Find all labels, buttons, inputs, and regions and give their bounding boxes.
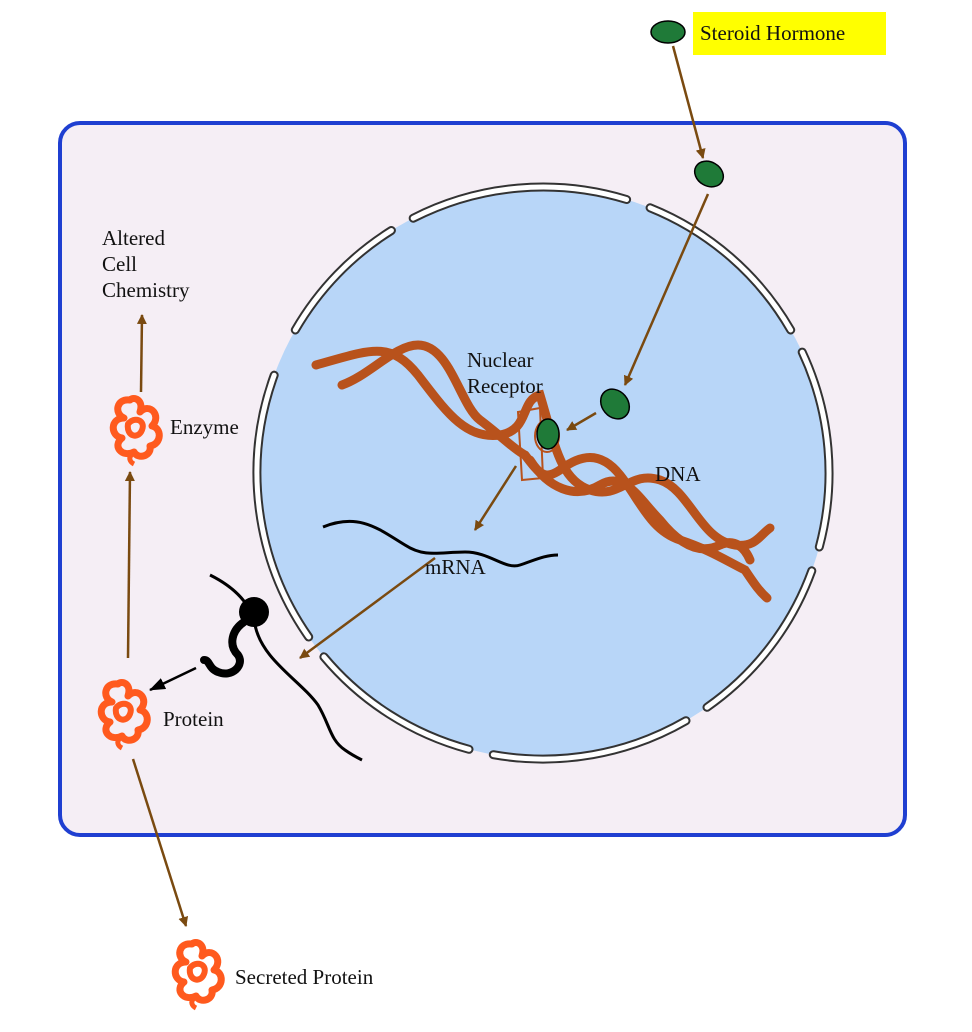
dna-strand-2 [337, 340, 772, 603]
label-steroid-hormone: Steroid Hormone [700, 21, 845, 45]
nuclear-envelope-inner [254, 184, 832, 762]
arrow-hormone-to-nucleus [623, 193, 710, 386]
label-nuclear: Nuclear [467, 348, 533, 372]
hormone-molecule-outside [650, 20, 686, 44]
hormone-molecule-bound [536, 418, 560, 450]
dna-strand-3 [525, 455, 755, 565]
arrow-protein-to-secreted [131, 758, 189, 927]
label-secreted-protein: Secreted Protein [235, 965, 374, 989]
hormone-molecules [536, 20, 725, 450]
nascent-polypeptide [200, 618, 248, 678]
label-dna: DNA [655, 462, 701, 486]
label-mrna: mRNA [425, 555, 487, 579]
arrow-hormone-to-receptor [566, 411, 597, 432]
label-chemistry: Chemistry [102, 278, 190, 302]
arrow-enzyme-to-chemistry [136, 314, 147, 393]
secreted-protein-icon [175, 943, 221, 1009]
arrow-hormone-entry [671, 45, 706, 159]
mrna-strand-nucleus [322, 519, 559, 568]
steroid-hormone-highlight [693, 12, 886, 55]
label-protein: Protein [163, 707, 224, 731]
arrow-protein-to-enzyme [124, 471, 135, 659]
label-cell: Cell [102, 252, 137, 276]
label-enzyme: Enzyme [170, 415, 239, 439]
arrow-mrna-to-ribosome [299, 556, 436, 660]
hormone-molecule-nucleus [599, 388, 631, 420]
label-altered: Altered [102, 226, 165, 250]
pathway-arrows [124, 45, 710, 927]
arrow-polypeptide-to-protein [149, 666, 197, 692]
arrow-dna-to-mrna [473, 465, 518, 531]
translation-complex [149, 573, 363, 762]
label-receptor: Receptor [467, 374, 543, 398]
hormone-molecule-cytoplasm [693, 160, 725, 188]
